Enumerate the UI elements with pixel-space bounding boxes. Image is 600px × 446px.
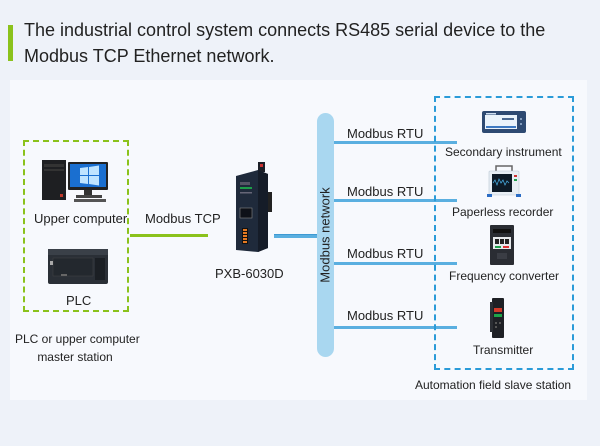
modbus-rtu-label-3: Modbus RTU <box>347 246 424 261</box>
master-caption-line2: master station <box>37 350 113 364</box>
paperless-recorder-icon <box>487 165 521 197</box>
gateway-to-bus-link <box>274 234 320 238</box>
frequency-converter-icon <box>490 225 514 265</box>
master-caption-line1: PLC or upper computer <box>15 332 140 346</box>
modbus-tcp-label: Modbus TCP <box>145 211 221 226</box>
gateway-model-label: PXB-6030D <box>215 266 284 281</box>
frequency-converter-label: Frequency converter <box>449 269 560 283</box>
modbus-network-bus <box>317 113 334 357</box>
slave-station-caption: Automation field slave station <box>415 378 572 392</box>
modbus-rtu-link-1 <box>334 141 457 144</box>
modbus-rtu-link-2 <box>334 199 457 202</box>
modbus-rtu-link-3 <box>334 262 457 265</box>
headline: The industrial control system connects R… <box>24 20 546 66</box>
headline-accent-bar <box>8 25 13 61</box>
slave-station-group <box>434 96 574 370</box>
secondary-instrument-label: Secondary instrument <box>445 145 562 159</box>
transmitter-label: Transmitter <box>473 343 534 357</box>
plc-icon <box>48 249 108 284</box>
modbus-rtu-label-4: Modbus RTU <box>347 308 424 323</box>
modbus-tcp-link <box>130 234 208 237</box>
secondary-instrument-icon <box>482 111 526 133</box>
master-station-group <box>23 140 129 312</box>
plc-label: PLC <box>66 293 92 308</box>
modbus-rtu-label-1: Modbus RTU <box>347 126 424 141</box>
modbus-rtu-label-2: Modbus RTU <box>347 184 424 199</box>
transmitter-icon <box>490 298 504 338</box>
paperless-recorder-label: Paperless recorder <box>452 205 554 219</box>
desktop-computer-icon <box>42 160 108 202</box>
upper-computer-label: Upper computer <box>34 211 128 226</box>
modbus-network-label: Modbus network <box>317 187 333 283</box>
modbus-rtu-link-4 <box>334 326 457 329</box>
gateway-device-icon <box>236 162 272 252</box>
